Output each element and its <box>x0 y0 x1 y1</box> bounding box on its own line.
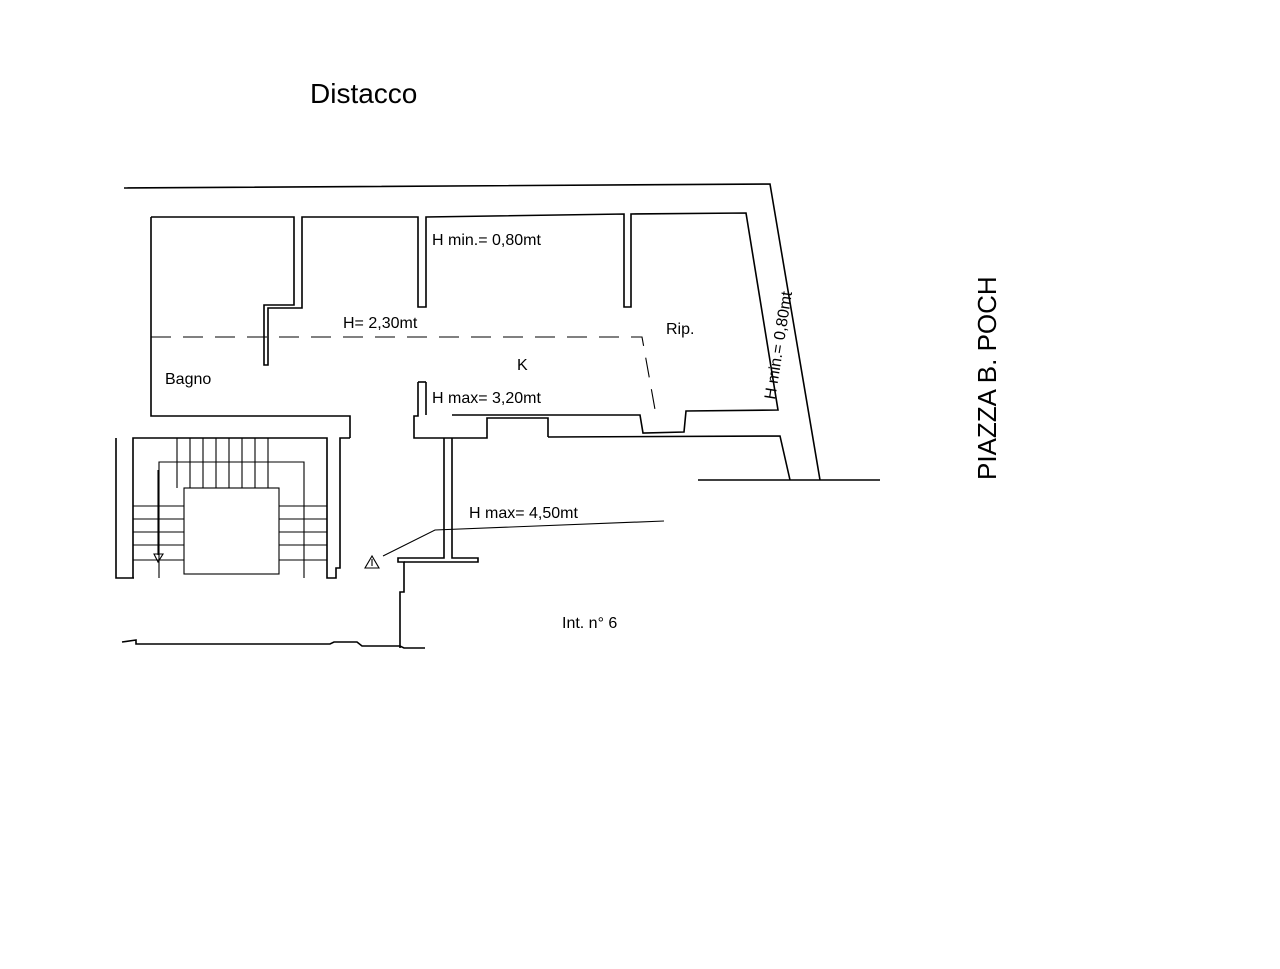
staircase <box>115 437 350 579</box>
leader-line <box>382 520 665 557</box>
title: Distacco <box>310 78 417 109</box>
label-h-mid: H= 2,30mt <box>343 315 418 332</box>
room-walls <box>121 212 779 649</box>
label-unit: Int. n° 6 <box>562 615 617 632</box>
stair-steps <box>133 438 327 564</box>
outer-walls <box>123 183 880 481</box>
label-bagno: Bagno <box>165 371 211 388</box>
label-h-max-kitchen: H max= 3,20mt <box>432 390 541 407</box>
label-rip: Rip. <box>666 321 694 338</box>
label-h-max-stair: H max= 4,50mt <box>469 505 578 522</box>
label-h-min-top: H min.= 0,80mt <box>432 232 541 249</box>
height-change-dashed-line <box>151 336 657 416</box>
warning-triangle-icon <box>364 554 380 569</box>
label-kitchen: K <box>517 357 528 374</box>
street-name: PIAZZA B. POCH <box>972 276 1002 480</box>
